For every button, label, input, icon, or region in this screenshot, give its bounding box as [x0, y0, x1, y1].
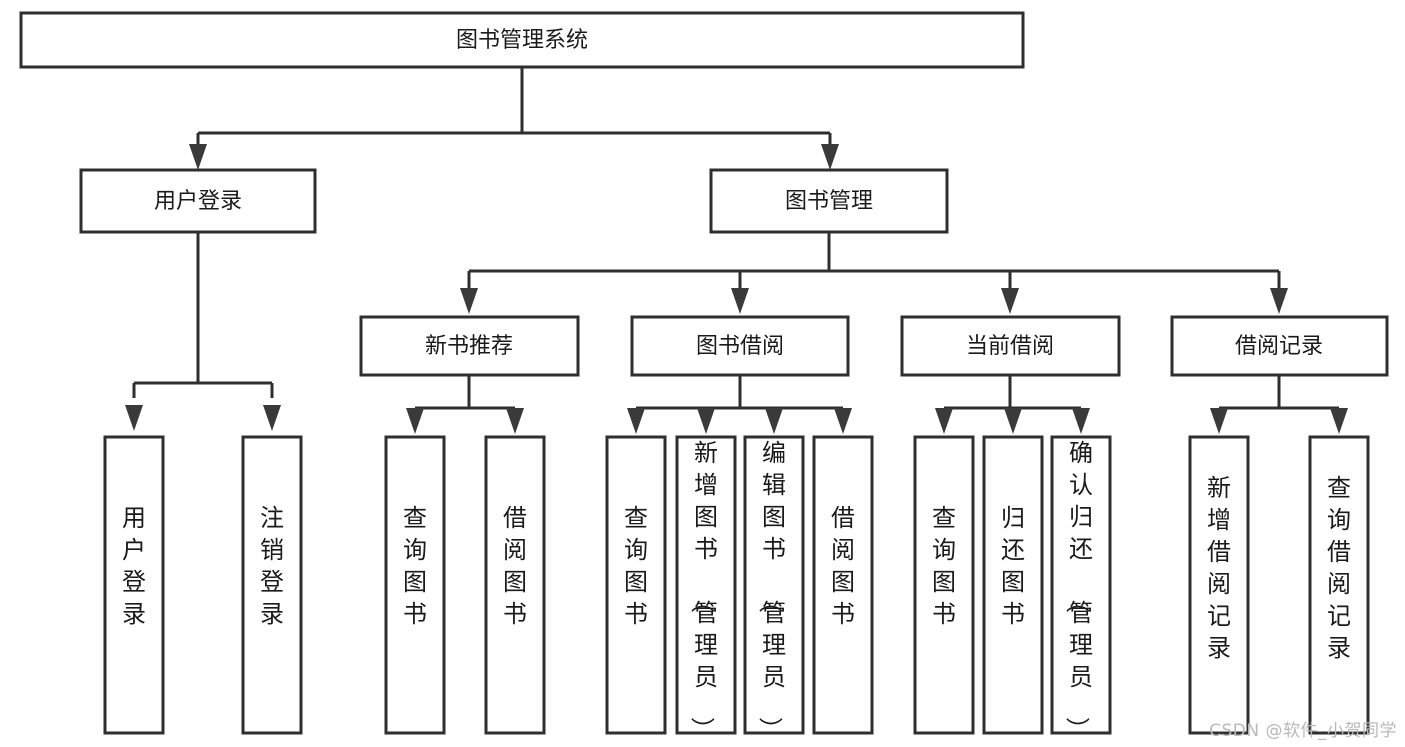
node-leaf-query-book-recommend-box[interactable]	[384, 435, 446, 735]
arrowhead-book-borrow	[731, 288, 749, 314]
node-leaf-add-borrow-record-box[interactable]	[1188, 435, 1250, 735]
node-leaf-logout-login-box[interactable]	[241, 435, 303, 735]
node-current-borrow[interactable]: 当前借阅	[900, 315, 1121, 377]
arrowhead-book-manage	[821, 144, 839, 170]
node-user-login-box[interactable]	[79, 168, 317, 234]
node-leaf-confirm-return-admin[interactable]: 确认归还（管理员）	[1050, 435, 1112, 741]
arrowhead-new-book-recommend	[460, 288, 478, 314]
node-leaf-user-login[interactable]: 用户登录	[103, 435, 165, 735]
node-leaf-borrow-book-recommend-label: 借阅图书	[503, 504, 527, 628]
node-borrow-record-label: 借阅记录	[1235, 334, 1323, 359]
node-leaf-query-book-current[interactable]: 查询图书	[913, 435, 975, 735]
node-leaf-logout-login[interactable]: 注销登录	[241, 435, 303, 735]
node-leaf-user-login-box[interactable]	[103, 435, 165, 735]
arrowhead-borrow-record	[1270, 288, 1288, 314]
arrowhead-leaf-user-login	[125, 405, 143, 431]
arrowhead-leaf-query-book-recommend	[406, 408, 424, 434]
arrowhead-user-login	[189, 144, 207, 170]
node-leaf-return-book-label: 归还图书	[1001, 504, 1025, 628]
node-book-borrow-box[interactable]	[630, 315, 850, 377]
node-leaf-confirm-return-admin-box[interactable]	[1050, 435, 1112, 735]
arrowhead-leaf-edit-book-admin	[765, 408, 783, 434]
node-root-box[interactable]	[19, 11, 1025, 69]
node-user-login-label: 用户登录	[154, 189, 242, 214]
node-book-manage-box[interactable]	[709, 168, 949, 234]
node-book-manage-label: 图书管理	[785, 189, 873, 214]
node-new-book-recommend-label: 新书推荐	[425, 334, 513, 359]
arrowhead-leaf-confirm-return-admin	[1072, 408, 1090, 434]
node-leaf-query-borrow-record-label: 查询借阅记录	[1327, 474, 1351, 662]
arrowhead-leaf-query-borrow-record	[1330, 408, 1348, 434]
node-leaf-query-book-recommend[interactable]: 查询图书	[384, 435, 446, 735]
node-leaf-edit-book-admin-label: 编辑图书（管理员）	[756, 439, 786, 741]
node-leaf-edit-book-admin[interactable]: 编辑图书（管理员）	[743, 435, 805, 741]
arrowhead-leaf-borrow-book	[834, 408, 852, 434]
node-leaf-borrow-book-box[interactable]	[812, 435, 874, 735]
node-leaf-add-book-admin-box[interactable]	[675, 435, 737, 735]
node-leaf-query-book-current-box[interactable]	[913, 435, 975, 735]
arrowhead-leaf-logout-login	[263, 405, 281, 431]
node-root-label: 图书管理系统	[456, 28, 588, 53]
node-leaf-query-book-borrow[interactable]: 查询图书	[605, 435, 667, 735]
node-book-borrow-label: 图书借阅	[696, 334, 784, 359]
node-leaf-query-book-borrow-label: 查询图书	[624, 504, 648, 628]
node-leaf-add-book-admin-label: 新增图书（管理员）	[688, 439, 718, 741]
node-leaf-query-book-recommend-label: 查询图书	[403, 504, 427, 628]
node-leaf-borrow-book-recommend[interactable]: 借阅图书	[484, 435, 546, 735]
node-user-login[interactable]: 用户登录	[79, 168, 317, 234]
arrowhead-leaf-query-book-current	[935, 408, 953, 434]
arrowhead-leaf-return-book	[1004, 408, 1022, 434]
node-leaf-return-book[interactable]: 归还图书	[982, 435, 1044, 735]
node-current-borrow-label: 当前借阅	[966, 334, 1054, 359]
connector-layer	[125, 67, 1348, 434]
arrowhead-leaf-add-borrow-record	[1210, 408, 1228, 434]
node-leaf-logout-login-label: 注销登录	[260, 504, 284, 628]
node-leaf-borrow-book-recommend-box[interactable]	[484, 435, 546, 735]
node-borrow-record[interactable]: 借阅记录	[1170, 315, 1389, 377]
node-layer: 图书管理系统 用户登录 图书管理 新书推荐 图书借阅	[19, 11, 1389, 741]
node-leaf-add-borrow-record[interactable]: 新增借阅记录	[1188, 435, 1250, 735]
arrowhead-current-borrow	[1001, 288, 1019, 314]
node-borrow-record-box[interactable]	[1170, 315, 1389, 377]
node-root[interactable]: 图书管理系统	[19, 11, 1025, 69]
node-current-borrow-box[interactable]	[900, 315, 1121, 377]
node-leaf-confirm-return-admin-label: 确认归还（管理员）	[1063, 439, 1093, 741]
node-leaf-query-book-current-label: 查询图书	[932, 504, 956, 628]
node-leaf-query-borrow-record-box[interactable]	[1308, 435, 1370, 735]
node-new-book-recommend-box[interactable]	[359, 315, 580, 377]
node-leaf-user-login-label: 用户登录	[122, 504, 146, 628]
node-leaf-borrow-book[interactable]: 借阅图书	[812, 435, 874, 735]
arrowhead-leaf-query-book-borrow	[627, 408, 645, 434]
node-leaf-query-book-borrow-box[interactable]	[605, 435, 667, 735]
arrowhead-leaf-add-book-admin	[697, 408, 715, 434]
node-leaf-add-book-admin[interactable]: 新增图书（管理员）	[675, 435, 737, 741]
node-book-manage[interactable]: 图书管理	[709, 168, 949, 234]
node-new-book-recommend[interactable]: 新书推荐	[359, 315, 580, 377]
node-leaf-add-borrow-record-label: 新增借阅记录	[1207, 474, 1231, 662]
node-leaf-query-borrow-record[interactable]: 查询借阅记录	[1308, 435, 1370, 735]
node-leaf-borrow-book-label: 借阅图书	[831, 504, 855, 628]
node-leaf-return-book-box[interactable]	[982, 435, 1044, 735]
arrowhead-leaf-borrow-book-recommend	[506, 408, 524, 434]
node-leaf-edit-book-admin-box[interactable]	[743, 435, 805, 735]
node-book-borrow[interactable]: 图书借阅	[630, 315, 850, 377]
